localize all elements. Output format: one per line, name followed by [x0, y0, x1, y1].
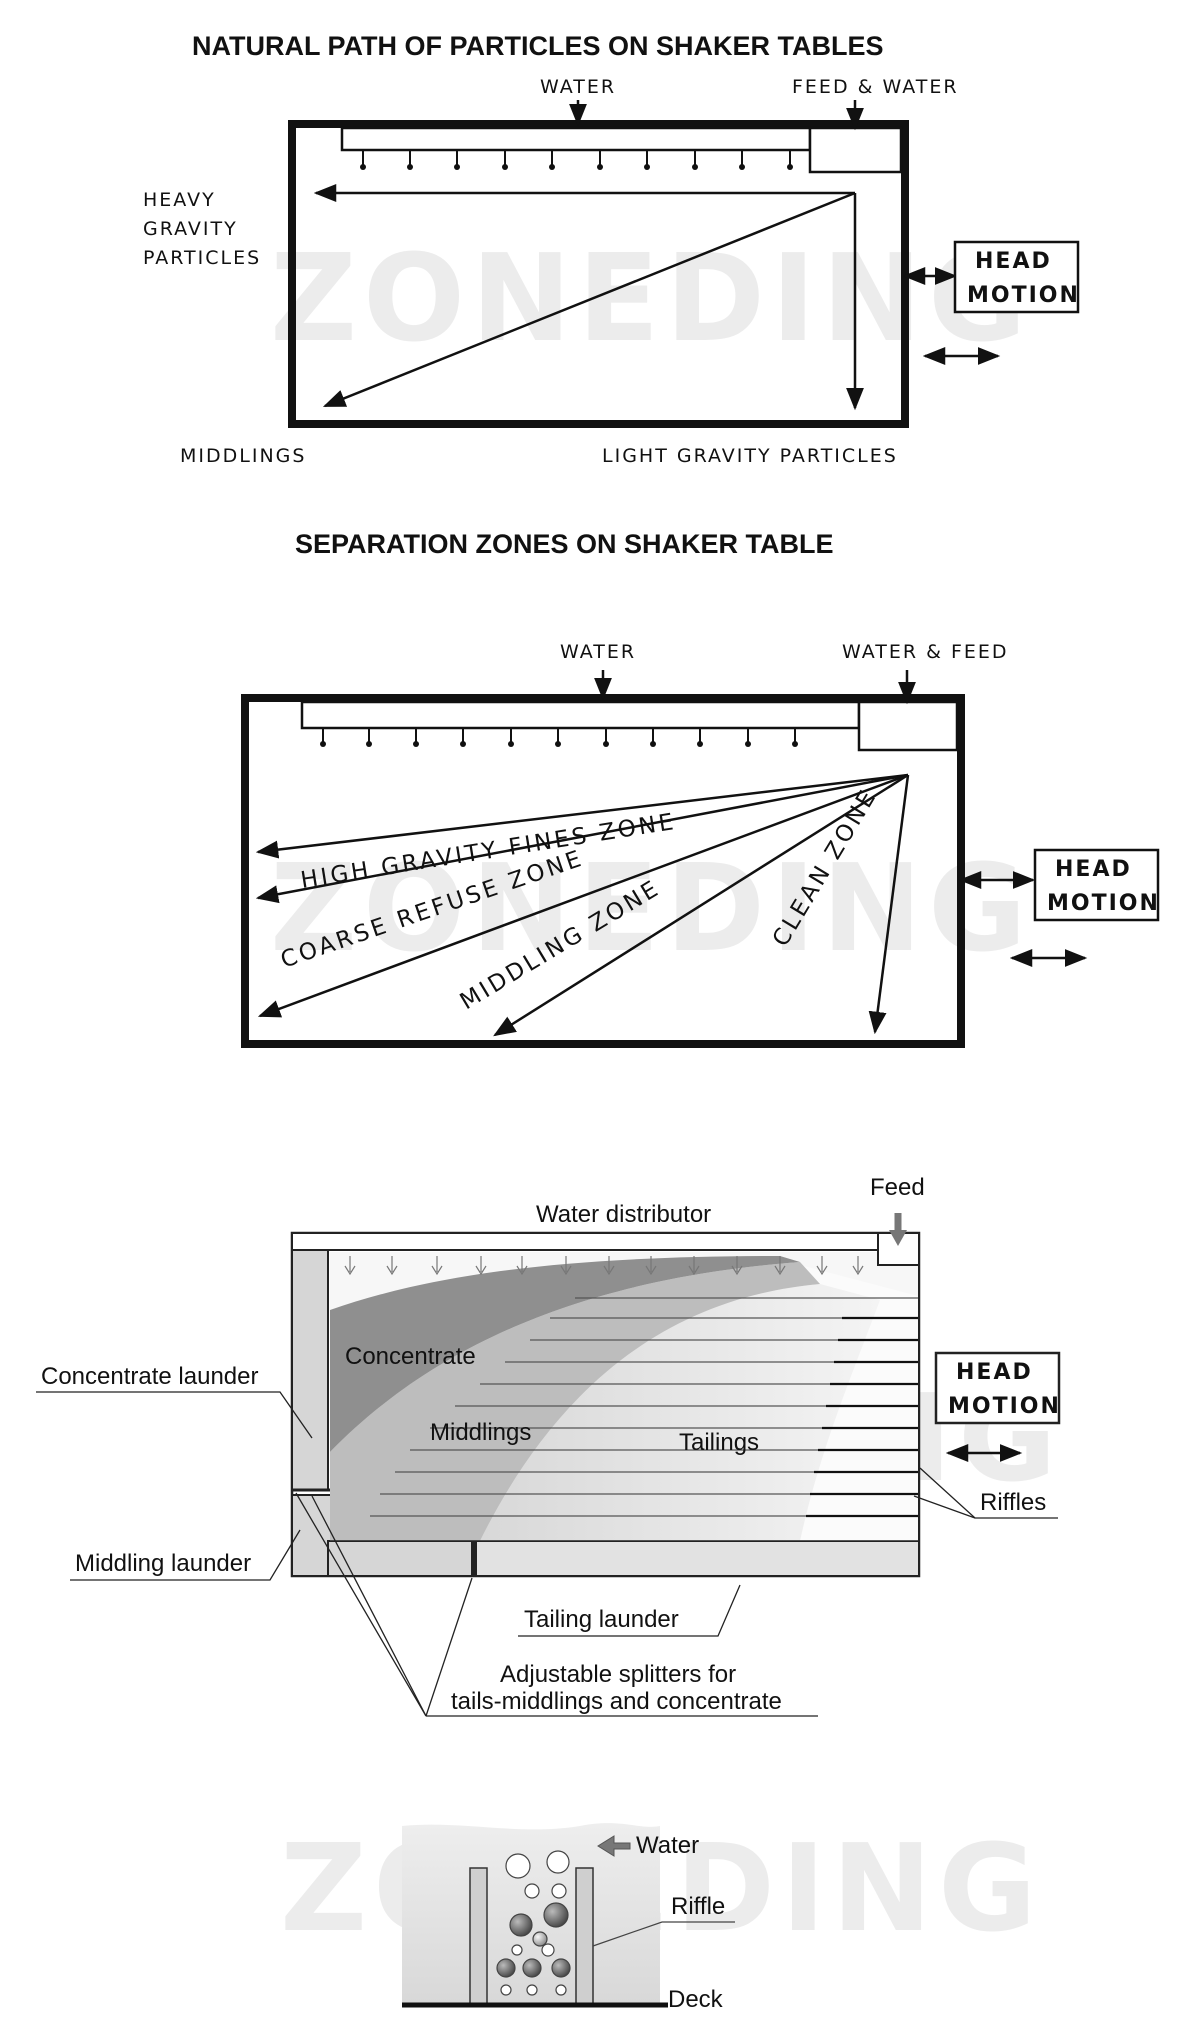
coarse-refuse-top-arrow [255, 773, 909, 904]
water-feed-label: WATER & FEED [842, 641, 1009, 663]
watermark-1: ZONEDING [270, 230, 1033, 369]
water-drips [362, 150, 791, 165]
water-distributor [340, 126, 812, 152]
heavy-label-1: HEAVY [143, 189, 216, 211]
water-label-2: WATER [560, 641, 636, 663]
water-label: WATER [540, 76, 616, 98]
riffles-label: Riffles [980, 1489, 1046, 1516]
riffle-left [469, 1867, 488, 2006]
feed-water-label: FEED & WATER [792, 76, 959, 98]
middlings-label: MIDDLINGS [180, 445, 306, 467]
diagram-riffle-detail: Water Riffle Deck [402, 1823, 735, 2013]
head-motion-2-line2: MOTION [1047, 891, 1160, 916]
splitters-leader-1 [295, 1492, 427, 1717]
tailings-region [480, 1284, 880, 1541]
head-motion-2-line1: HEAD [1055, 857, 1132, 882]
head-motion-box-2 [1033, 848, 1160, 922]
head-motion-3-line2: MOTION [948, 1394, 1061, 1419]
coarse-refuse-bottom-arrow [257, 773, 909, 1018]
head-motion-box-3 [934, 1351, 1061, 1425]
water-layer [402, 1823, 660, 2005]
feed-label: Feed [870, 1174, 925, 1201]
light-gravity-label: LIGHT GRAVITY PARTICLES [602, 445, 898, 467]
head-motion-line2: MOTION [967, 283, 1080, 308]
riffle-label: Riffle [671, 1893, 725, 1920]
head-motion-line1: HEAD [975, 249, 1052, 274]
diagram2-title: SEPARATION ZONES ON SHAKER TABLE [295, 529, 834, 559]
concentrate-launder-label: Concentrate launder [41, 1363, 258, 1390]
feed-arrow-head [889, 1230, 907, 1246]
tailings-label: Tailings [679, 1429, 759, 1456]
head-motion-box [953, 240, 1080, 314]
middling-launder-label: Middling launder [75, 1550, 251, 1577]
splitters-leader-2 [425, 1577, 473, 1717]
diagram1-title: NATURAL PATH OF PARTICLES ON SHAKER TABL… [192, 31, 884, 61]
middling-launder-bottom [327, 1540, 473, 1577]
splitters-leader-3 [311, 1495, 427, 1717]
middling-zone-arrow [493, 773, 909, 1037]
splitters-label-1: Adjustable splitters for [500, 1661, 736, 1688]
feed-box-2 [857, 700, 959, 752]
riffle-right [575, 1867, 594, 2006]
concentrate-launder [291, 1249, 329, 1491]
water-distributor-label: Water distributor [536, 1201, 711, 1228]
tailing-launder-leader [518, 1584, 741, 1637]
fines-zone-arrow [255, 773, 909, 859]
heavy-label-2: GRAVITY [143, 218, 238, 240]
middlings-label-3: Middlings [430, 1419, 531, 1446]
concentrate-region [330, 1256, 800, 1452]
deck-label: Deck [668, 1986, 724, 2013]
water-distributor-2 [300, 700, 861, 730]
tailing-launder [475, 1540, 920, 1577]
head-motion-3-line1: HEAD [956, 1360, 1033, 1385]
water-distributor-strip [291, 1232, 920, 1251]
middling-launder-leader [70, 1529, 301, 1581]
particles [496, 1850, 571, 1996]
water-flow-arrow [597, 1835, 631, 1857]
middlings-region [330, 1262, 820, 1541]
riffle-leader [592, 1921, 735, 1947]
diagram-natural-path: NATURAL PATH OF PARTICLES ON SHAKER TABL… [143, 31, 1080, 467]
feed-box [808, 126, 903, 174]
diagram-table-layout: Feed Water distributor Concentrate Middl… [36, 1174, 1061, 1717]
clean-zone-arrow [868, 774, 910, 1035]
water-label-4: Water [636, 1832, 699, 1859]
watermark-2: ZONEDING [270, 840, 1033, 979]
concentrate-launder-leader [36, 1391, 313, 1439]
concentrate-label: Concentrate [345, 1343, 476, 1370]
heavy-label-3: PARTICLES [143, 247, 261, 269]
water-spray [344, 1256, 864, 1276]
splitters-label-2: tails-middlings and concentrate [451, 1688, 782, 1715]
tailing-launder-label: Tailing launder [524, 1606, 679, 1633]
riffles-leader-2 [913, 1495, 976, 1519]
middlings-path-arrow [322, 191, 856, 408]
